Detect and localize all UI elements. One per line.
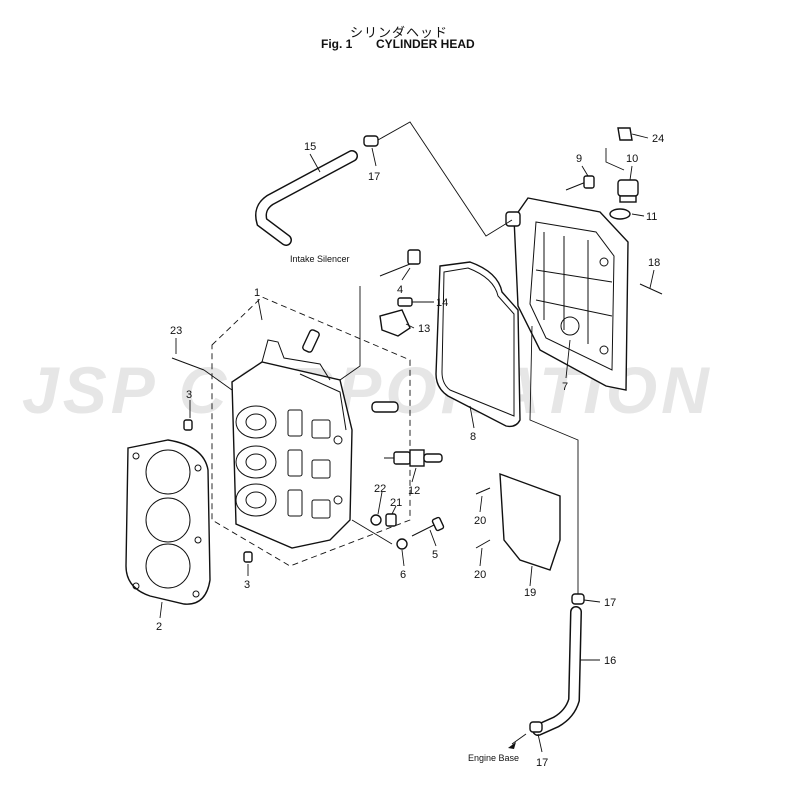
cover-plate	[499, 472, 561, 571]
callout-16: 16	[604, 655, 616, 667]
callout-14: 14	[436, 297, 448, 309]
filler-cap	[617, 179, 639, 203]
callout-3b: 3	[244, 579, 250, 591]
diagram-title: CYLINDER HEAD	[376, 37, 475, 51]
callout-23: 23	[170, 325, 182, 337]
callout-13: 13	[418, 323, 430, 335]
callout-9: 9	[576, 153, 582, 165]
stud-bolt	[171, 357, 233, 391]
callout-17b: 17	[604, 597, 616, 609]
spark-plug	[384, 449, 443, 467]
bolt-5	[411, 523, 437, 537]
callout-24: 24	[652, 133, 664, 145]
callout-20a: 20	[474, 515, 486, 527]
title-japanese: シリンダヘッド	[350, 25, 449, 40]
washer-22	[370, 514, 382, 526]
drain-plug	[385, 513, 397, 527]
callout-7: 7	[562, 381, 568, 393]
callout-5: 5	[432, 549, 438, 561]
o-ring	[609, 208, 631, 220]
cylinder-head-cover	[505, 197, 629, 391]
hose-clip-18	[639, 283, 663, 295]
plug	[371, 401, 399, 413]
callout-2: 2	[156, 621, 162, 633]
callout-17a: 17	[368, 171, 380, 183]
callout-3a: 3	[186, 389, 192, 401]
callout-12: 12	[408, 485, 420, 497]
bolt-14	[397, 297, 413, 307]
callout-18: 18	[648, 257, 660, 269]
callout-19: 19	[524, 587, 536, 599]
callout-10: 10	[626, 153, 638, 165]
callout-1: 1	[254, 287, 260, 299]
hose-clamp-lower	[529, 721, 543, 733]
engine-base-note: Engine Base	[468, 753, 519, 763]
bolt-4	[379, 249, 421, 277]
callout-22: 22	[374, 483, 386, 495]
cover-gasket	[435, 261, 521, 428]
callout-6: 6	[400, 569, 406, 581]
head-pipe	[302, 329, 320, 353]
bracket	[379, 309, 411, 337]
dowel-pin-lower	[243, 551, 253, 563]
assembly-outline	[211, 296, 411, 567]
hose-clamp-upper	[363, 135, 379, 147]
label-24	[617, 127, 633, 141]
head-gasket	[125, 439, 211, 605]
callout-20b: 20	[474, 569, 486, 581]
callout-8: 8	[470, 431, 476, 443]
callout-17c: 17	[536, 757, 548, 769]
callout-4: 4	[397, 284, 403, 296]
figure-label: Fig. 1	[321, 37, 353, 51]
dowel-pin-upper	[183, 419, 193, 431]
hose-clamp-middle	[571, 593, 585, 605]
callout-11: 11	[646, 211, 657, 223]
callout-15: 15	[304, 141, 316, 153]
bolt-9	[565, 175, 595, 191]
cylinder-head	[231, 339, 353, 549]
engine-base-arrow	[511, 733, 527, 745]
washer-6	[396, 538, 408, 550]
intake-silencer-note: Intake Silencer	[290, 254, 350, 264]
callout-21: 21	[390, 497, 402, 509]
